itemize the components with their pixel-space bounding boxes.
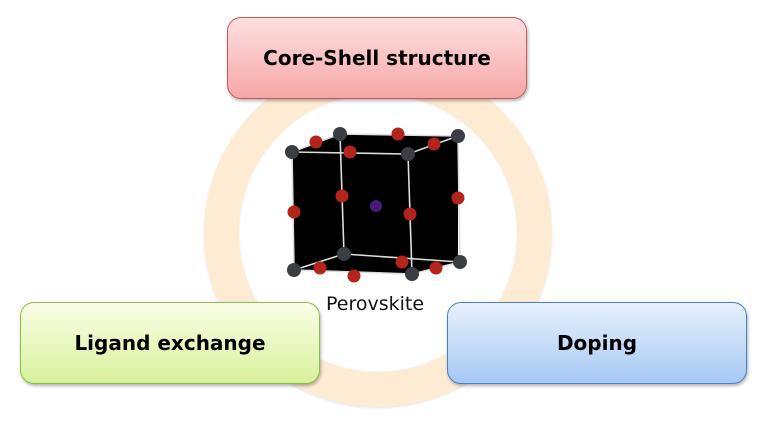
node-label: Ligand exchange [74, 331, 266, 355]
node-ligand-exchange: Ligand exchange [20, 302, 320, 384]
node-label: Core-Shell structure [263, 46, 491, 70]
node-doping: Doping [447, 302, 747, 384]
node-label: Doping [556, 331, 638, 355]
node-core-shell: Core-Shell structure [227, 17, 527, 99]
center-label: Perovskite [325, 293, 425, 315]
perovskite-crystal-image [285, 127, 467, 283]
